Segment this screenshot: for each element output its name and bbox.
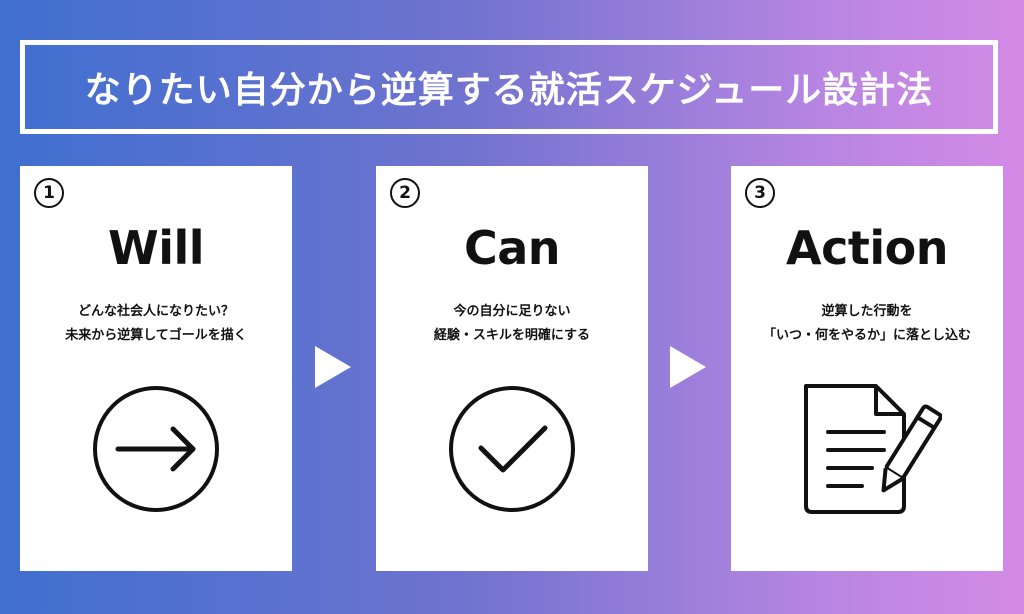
card-heading-will: Will <box>107 221 205 275</box>
page-title: なりたい自分から逆算する就活スケジュール設計法 <box>84 70 934 111</box>
card-action: 3 Action 逆算した行動を 「いつ・何をやるか」に落とし込む <box>731 166 1003 571</box>
step-number-1: 1 <box>34 178 64 208</box>
card-heading-action: Action <box>786 221 948 275</box>
desc-line: 今の自分に足りない <box>453 304 571 319</box>
card-description-action: 逆算した行動を 「いつ・何をやるか」に落とし込む <box>731 300 1003 348</box>
desc-line: 「いつ・何をやるか」に落とし込む <box>762 328 971 343</box>
card-can: 2 Can 今の自分に足りない 経験・スキルを明確にする <box>376 166 648 571</box>
desc-line: 経験・スキルを明確にする <box>433 328 591 343</box>
title-banner: なりたい自分から逆算する就活スケジュール設計法 <box>20 40 998 134</box>
arrow-right-circle-icon <box>93 386 219 512</box>
desc-line: 逆算した行動を <box>821 304 913 319</box>
document-pen-icon <box>804 384 942 514</box>
card-heading-can: Can <box>463 221 561 275</box>
check-circle-icon <box>449 386 575 512</box>
step-number-2: 2 <box>390 178 420 208</box>
card-will: 1 Will どんな社会人になりたい？ 未来から逆算してゴールを描く <box>20 166 292 571</box>
card-description-can: 今の自分に足りない 経験・スキルを明確にする <box>376 300 648 348</box>
desc-line: 未来から逆算してゴールを描く <box>65 328 247 343</box>
card-description-will: どんな社会人になりたい？ 未来から逆算してゴールを描く <box>20 300 292 348</box>
step-number-3: 3 <box>745 178 775 208</box>
next-step-arrow-icon <box>315 346 351 388</box>
next-step-arrow-icon <box>670 346 706 388</box>
desc-line: どんな社会人になりたい？ <box>77 304 234 319</box>
